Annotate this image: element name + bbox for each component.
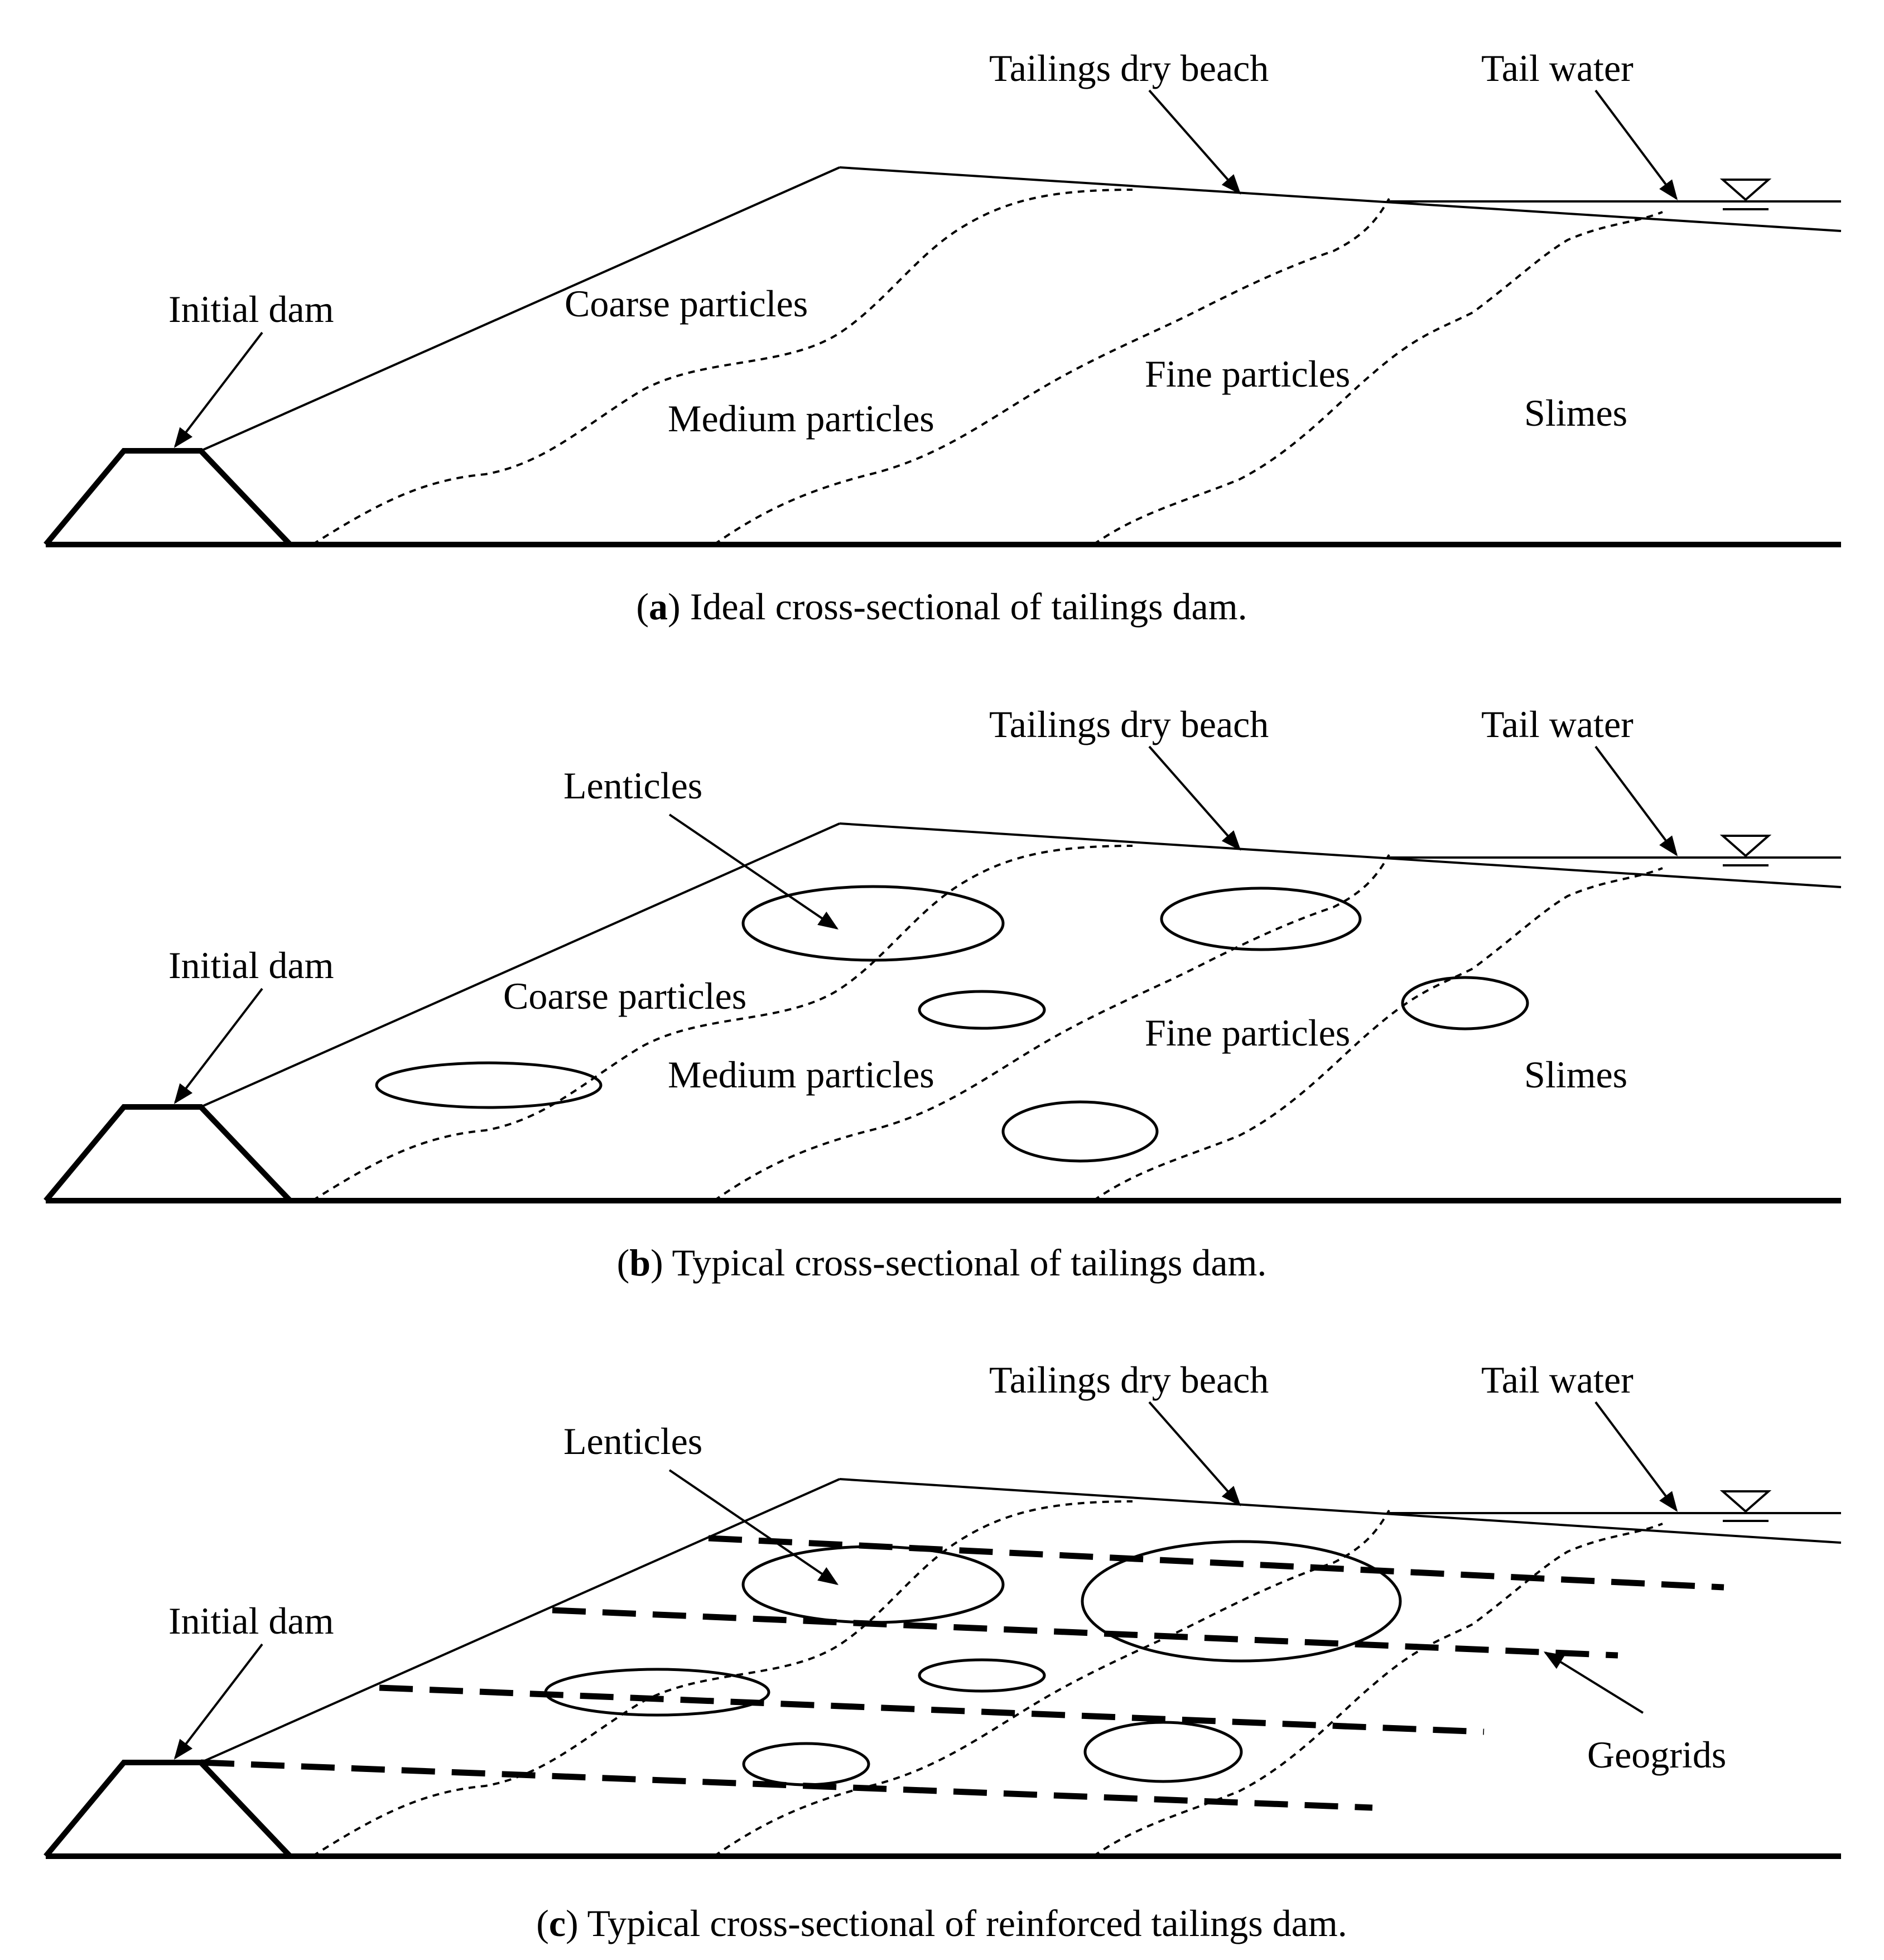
coarse-medium-boundary bbox=[311, 1500, 1133, 1857]
label-initial-dam: Initial dam bbox=[168, 944, 334, 986]
beach-line bbox=[839, 166, 1842, 232]
beach-line bbox=[839, 822, 1842, 888]
geogrid bbox=[552, 1607, 1618, 1659]
arrow-initial-dam bbox=[174, 331, 263, 448]
label-fine: Fine particles bbox=[1145, 1012, 1350, 1054]
arrow-initial-dam bbox=[174, 1643, 263, 1760]
fine-slimes-boundary bbox=[1092, 211, 1663, 546]
arrow-lenticles bbox=[668, 1469, 839, 1586]
beach-line bbox=[839, 1478, 1842, 1544]
water-level-symbol bbox=[1719, 179, 1772, 210]
initial-dam-shape bbox=[44, 1760, 292, 1858]
label-initial-dam: Initial dam bbox=[168, 1600, 334, 1642]
caption-a: (a) Ideal cross-sectional of tailings da… bbox=[636, 585, 1247, 628]
label-geogrids: Geogrids bbox=[1587, 1733, 1726, 1776]
arrow-tail-water bbox=[1594, 1401, 1678, 1512]
arrow-tail-water bbox=[1594, 89, 1678, 200]
label-tail-water: Tail water bbox=[1481, 703, 1634, 745]
lenticle bbox=[1081, 1540, 1402, 1663]
lenticle bbox=[741, 1545, 1005, 1624]
arrow-initial-dam bbox=[174, 988, 263, 1104]
medium-fine-boundary bbox=[713, 854, 1390, 1202]
water-level-symbol bbox=[1719, 1490, 1772, 1522]
lenticle bbox=[918, 1658, 1046, 1693]
panel-b: Tailings dry beach Tail water Lenticles … bbox=[44, 703, 1842, 1284]
arrow-dry-beach bbox=[1148, 745, 1241, 851]
medium-fine-boundary bbox=[713, 198, 1390, 546]
medium-fine-boundary bbox=[713, 1509, 1390, 1857]
dam-slope bbox=[200, 166, 840, 452]
lenticle bbox=[1083, 1721, 1243, 1783]
label-medium: Medium particles bbox=[668, 397, 934, 440]
lenticle bbox=[1401, 976, 1529, 1030]
caption-b: (b) Typical cross-sectional of tailings … bbox=[617, 1241, 1267, 1284]
arrow-dry-beach bbox=[1148, 1401, 1241, 1506]
label-slimes: Slimes bbox=[1524, 1053, 1627, 1096]
coarse-medium-boundary bbox=[311, 189, 1133, 546]
label-initial-dam: Initial dam bbox=[168, 288, 334, 330]
label-coarse: Coarse particles bbox=[565, 282, 808, 325]
water-level-symbol bbox=[1719, 835, 1772, 866]
lenticle bbox=[742, 1742, 870, 1786]
label-dry-beach: Tailings dry beach bbox=[989, 47, 1269, 89]
geogrid bbox=[200, 1759, 1373, 1811]
arrow-dry-beach bbox=[1148, 89, 1241, 195]
arrow-lenticles bbox=[668, 813, 839, 930]
lenticle bbox=[741, 885, 1005, 962]
arrow-tail-water bbox=[1594, 745, 1678, 856]
lenticle bbox=[544, 1668, 770, 1717]
label-medium: Medium particles bbox=[668, 1053, 934, 1096]
label-lenticles: Lenticles bbox=[563, 1420, 702, 1462]
coarse-medium-boundary bbox=[311, 845, 1133, 1202]
geogrid bbox=[379, 1684, 1485, 1735]
label-dry-beach: Tailings dry beach bbox=[989, 1359, 1269, 1401]
dam-slope bbox=[200, 1478, 840, 1764]
arrow-geogrids bbox=[1543, 1651, 1644, 1714]
label-lenticles: Lenticles bbox=[563, 764, 702, 807]
fine-slimes-boundary bbox=[1092, 867, 1663, 1202]
label-fine: Fine particles bbox=[1145, 353, 1350, 395]
lenticle bbox=[1001, 1100, 1159, 1163]
initial-dam-shape bbox=[44, 448, 292, 547]
lenticle bbox=[1160, 887, 1362, 951]
lenticle bbox=[918, 990, 1046, 1030]
panel-c: Tailings dry beach Tail water Lenticles … bbox=[44, 1359, 1842, 1944]
initial-dam-shape bbox=[44, 1104, 292, 1203]
label-coarse: Coarse particles bbox=[503, 975, 746, 1017]
lenticle bbox=[375, 1061, 603, 1109]
label-tail-water: Tail water bbox=[1481, 1359, 1634, 1401]
dam-slope bbox=[200, 822, 840, 1108]
panel-a: Tailings dry beach Tail water Initial da… bbox=[44, 47, 1842, 628]
caption-c: (c) Typical cross-sectional of reinforce… bbox=[536, 1902, 1347, 1944]
label-slimes: Slimes bbox=[1524, 392, 1627, 434]
label-dry-beach: Tailings dry beach bbox=[989, 703, 1269, 745]
label-tail-water: Tail water bbox=[1481, 47, 1634, 89]
